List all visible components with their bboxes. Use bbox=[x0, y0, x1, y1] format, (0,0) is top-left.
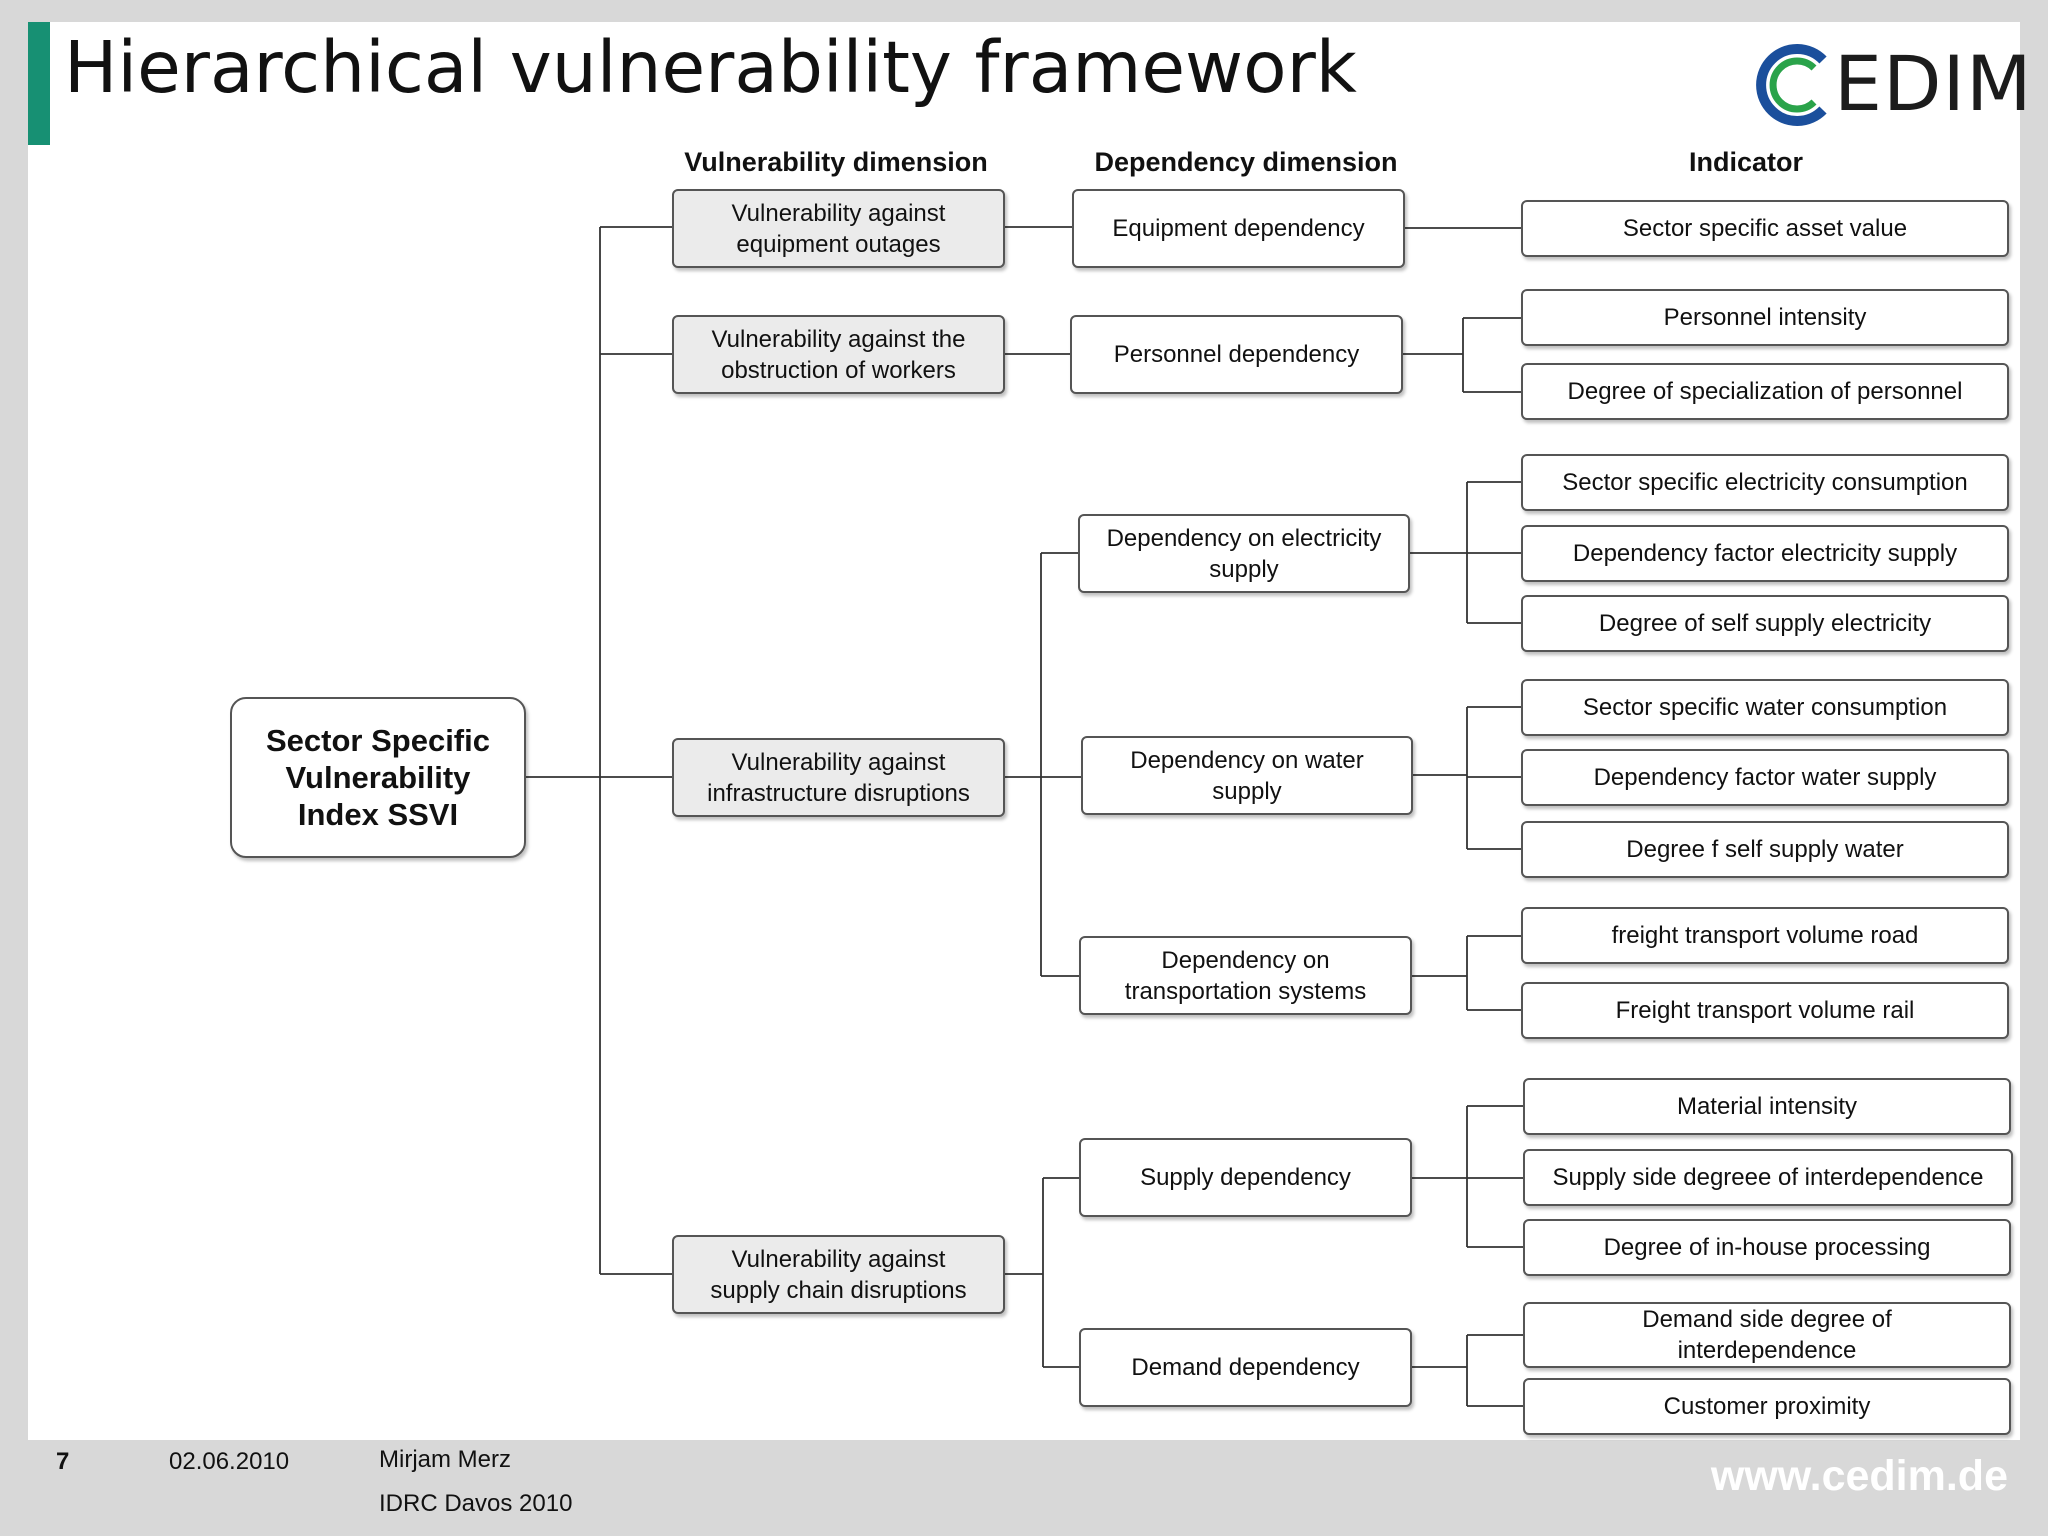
footer-author: Mirjam Merz bbox=[379, 1446, 511, 1473]
footer-date: 02.06.2010 bbox=[169, 1448, 290, 1475]
logo-ring-icon bbox=[1756, 44, 1827, 126]
indicator-label: Degree of specialization of personnel bbox=[1567, 378, 1963, 405]
dependency-box: Dependency on electricity supply bbox=[1078, 514, 1410, 593]
title-accent-bar bbox=[28, 22, 50, 145]
vulnerability-label: Vulnerability against supply chain disru… bbox=[710, 1245, 967, 1304]
header-indicator: Indicator bbox=[1688, 147, 1803, 177]
indicator-label: Demand side degree of interdependence bbox=[1642, 1306, 1892, 1364]
indicator-box: Demand side degree of interdependence bbox=[1523, 1302, 2011, 1368]
indicator-label: Degree of self supply electricity bbox=[1598, 610, 1932, 637]
indicator-label: Degree f self supply water bbox=[1626, 836, 1904, 863]
indicator-label: Customer proximity bbox=[1663, 1393, 1871, 1420]
slide-title: Hierarchical vulnerability framework bbox=[64, 26, 1357, 109]
vulnerability-label: Vulnerability against infrastructure dis… bbox=[707, 748, 970, 807]
dependency-label: Dependency on electricity supply bbox=[1106, 524, 1382, 583]
indicator-box: Freight transport volume rail bbox=[1521, 982, 2009, 1039]
indicator-label: Sector specific water consumption bbox=[1582, 694, 1948, 721]
dependency-label: Demand dependency bbox=[1131, 1354, 1360, 1381]
dependency-label: Dependency on water supply bbox=[1130, 746, 1364, 805]
vulnerability-label: Vulnerability against the obstruction of… bbox=[711, 325, 966, 384]
indicator-label: Personnel intensity bbox=[1663, 304, 1867, 331]
logo-text: EDIM bbox=[1834, 39, 2033, 128]
indicator-box: Degree of in-house processing bbox=[1523, 1219, 2011, 1276]
indicator-box: Degree of specialization of personnel bbox=[1521, 363, 2009, 420]
vulnerability-box: Vulnerability against the obstruction of… bbox=[672, 315, 1005, 394]
indicator-label: Dependency factor electricity supply bbox=[1572, 540, 1958, 567]
indicator-box: Degree f self supply water bbox=[1521, 821, 2009, 878]
indicator-box: Personnel intensity bbox=[1521, 289, 2009, 346]
vulnerability-label: Vulnerability against equipment outages bbox=[731, 199, 946, 258]
indicator-box: Sector specific electricity consumption bbox=[1521, 454, 2009, 511]
dependency-label: Dependency on transportation systems bbox=[1124, 946, 1367, 1005]
indicator-box: Sector specific asset value bbox=[1521, 200, 2009, 257]
vulnerability-box: Vulnerability against infrastructure dis… bbox=[672, 738, 1005, 817]
indicator-box: Supply side degreee of interdependence bbox=[1523, 1149, 2013, 1206]
indicator-label: Freight transport volume rail bbox=[1615, 997, 1915, 1024]
dependency-box: Supply dependency bbox=[1079, 1138, 1412, 1217]
indicator-label: Dependency factor water supply bbox=[1593, 764, 1937, 791]
indicator-label: Supply side degreee of interdependence bbox=[1552, 1164, 1984, 1191]
indicator-label: Sector specific electricity consumption bbox=[1562, 469, 1968, 496]
indicator-box: Dependency factor electricity supply bbox=[1521, 525, 2009, 582]
footer-url: www.cedim.de bbox=[1710, 1452, 2008, 1500]
cedim-logo: EDIM bbox=[1748, 40, 2032, 130]
indicator-box: Degree of self supply electricity bbox=[1521, 595, 2009, 652]
indicator-box: Dependency factor water supply bbox=[1521, 749, 2009, 806]
vulnerability-box: Vulnerability against equipment outages bbox=[672, 189, 1005, 268]
footer-page-number: 7 bbox=[56, 1448, 70, 1475]
dependency-box: Dependency on water supply bbox=[1081, 736, 1413, 815]
dependency-label: Supply dependency bbox=[1140, 1164, 1351, 1191]
header-dependency-dimension: Dependency dimension bbox=[1094, 147, 1398, 177]
indicator-box: Sector specific water consumption bbox=[1521, 679, 2009, 736]
header-vulnerability-dimension: Vulnerability dimension bbox=[684, 147, 988, 177]
dependency-box: Personnel dependency bbox=[1070, 315, 1403, 394]
indicator-box: Material intensity bbox=[1523, 1078, 2011, 1135]
dependency-box: Equipment dependency bbox=[1072, 189, 1405, 268]
root-ssvi-label: Sector Specific Vulnerability Index SSVI bbox=[266, 723, 490, 832]
root-ssvi-box: Sector Specific Vulnerability Index SSVI bbox=[230, 697, 526, 858]
dependency-label: Equipment dependency bbox=[1112, 215, 1365, 242]
footer-event: IDRC Davos 2010 bbox=[379, 1490, 573, 1517]
indicator-box: freight transport volume road bbox=[1521, 907, 2009, 964]
indicator-label: Degree of in-house processing bbox=[1603, 1234, 1931, 1261]
vulnerability-box: Vulnerability against supply chain disru… bbox=[672, 1235, 1005, 1314]
indicator-label: freight transport volume road bbox=[1611, 922, 1919, 949]
dependency-box: Dependency on transportation systems bbox=[1079, 936, 1412, 1015]
indicator-label: Sector specific asset value bbox=[1622, 215, 1908, 242]
indicator-box: Customer proximity bbox=[1523, 1378, 2011, 1435]
dependency-box: Demand dependency bbox=[1079, 1328, 1412, 1407]
dependency-label: Personnel dependency bbox=[1113, 341, 1360, 368]
indicator-label: Material intensity bbox=[1676, 1093, 1858, 1120]
